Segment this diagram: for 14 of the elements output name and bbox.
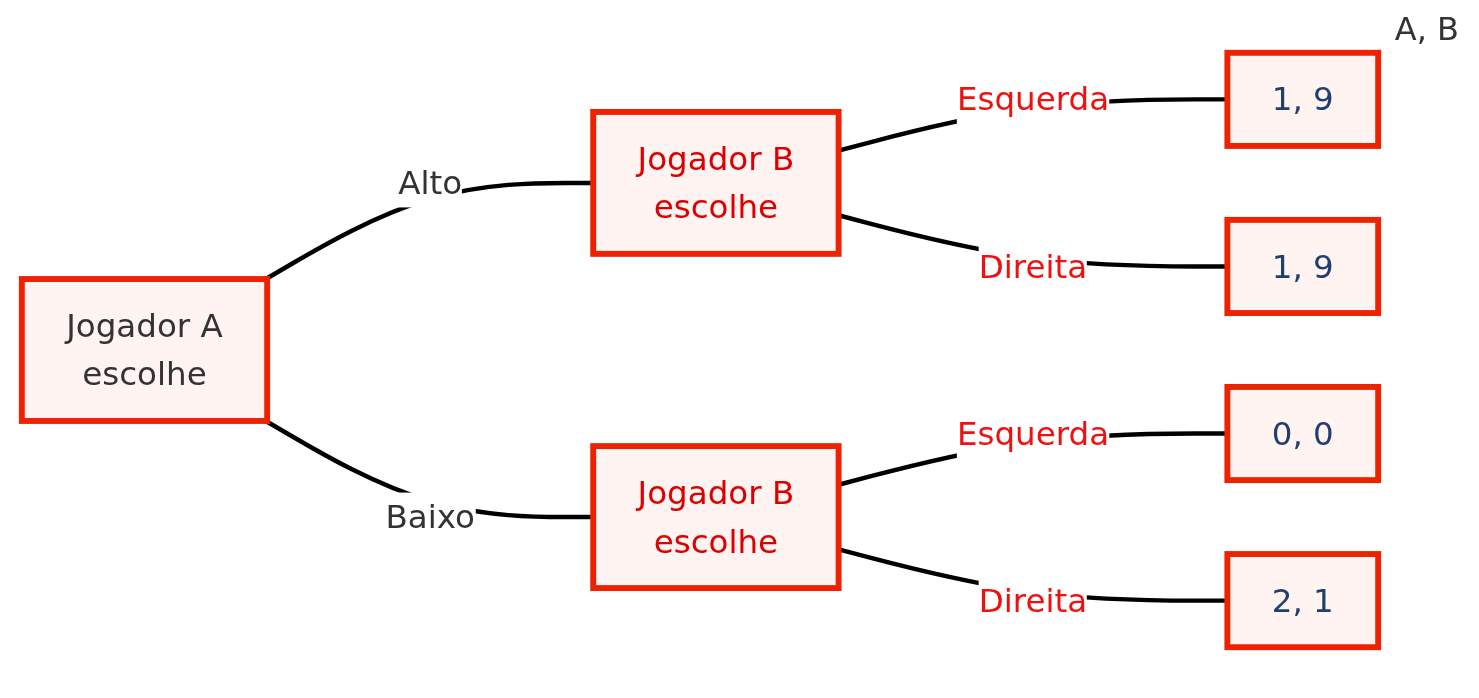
edge-label: Direita <box>978 247 1088 285</box>
node-box: 1, 9 <box>1224 216 1382 316</box>
node-box: 1, 9 <box>1224 49 1382 149</box>
edge-label: Baixo <box>385 498 475 536</box>
edge-label: Direita <box>978 582 1088 620</box>
node-box: Jogador B escolhe <box>590 443 842 591</box>
node-box: 2, 1 <box>1224 551 1382 651</box>
column-header: A, B <box>1394 10 1459 48</box>
edge-label: Esquerda <box>956 80 1110 118</box>
node-box: 0, 0 <box>1224 384 1382 484</box>
edge-label: Esquerda <box>956 415 1110 453</box>
edge-label: Alto <box>398 164 463 202</box>
node-box: Jogador A escolhe <box>18 276 271 424</box>
node-box: Jogador B escolhe <box>590 109 842 257</box>
